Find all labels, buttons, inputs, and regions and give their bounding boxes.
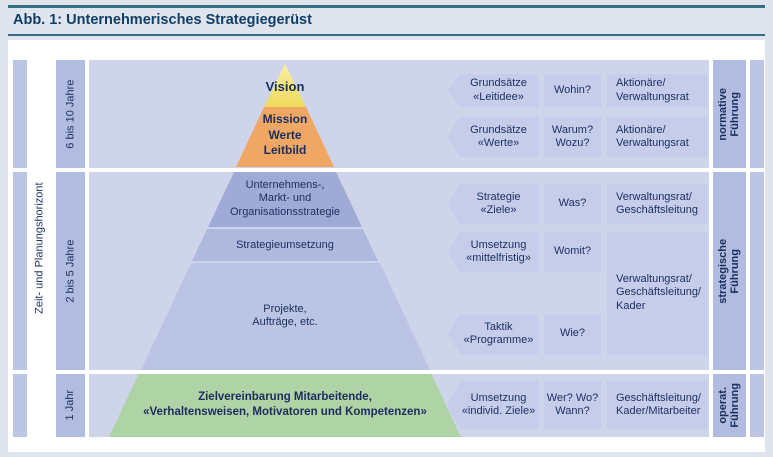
figure-title: Abb. 1: Unternehmerisches Strategiegerüs… [13,12,312,28]
implementation-label: Strategieumsetzung [236,239,334,251]
band2-time-box: 2 bis 5 Jahre [56,172,85,370]
row4-question-box: Womit? [544,232,601,272]
row3-tag-box: Strategie «Ziele» [447,184,538,224]
vision-label: Vision [265,79,305,94]
band3-leadership-box: operat. Führung [713,374,746,437]
band2-leadership-box: strategische Führung [713,172,746,370]
row6-tag-box: Umsetzung «individ. Ziele» [447,381,538,429]
band1-leadership-box: normative Führung [713,60,746,168]
top-rule [8,5,765,8]
row2-tag-box: Grundsätze «Werte» [447,117,538,157]
band3-leadership-label: operat. Führung [717,383,742,428]
row1-tag-box: Grundsätze «Leitidee» [447,74,538,107]
band3-time-box: 1 Jahr [56,374,85,437]
row1-question-box: Wohin? [544,74,601,107]
row1-who-box: Aktionäre/ Verwaltungsrat [607,74,707,107]
row6-question-box: Wer? Wo? Wann? [544,381,601,429]
band3-left-strip [13,374,27,437]
row4-tag-box: Umsetzung «mittelfristig» [447,232,538,272]
band1-area [89,60,709,168]
mission-label: Mission Werte Leitbild [262,112,308,158]
row2-who-box: Aktionäre/ Verwaltungsrat [607,117,707,157]
band1-time-label: 6 bis 10 Jahre [64,79,77,149]
band2-leadership-label: strategische Führung [717,238,742,304]
band2-left-strip [13,172,27,370]
row6-who-box: Geschäftsleitung/ Kader/Mitarbeiter [607,381,707,429]
row4-5-who-box: Verwaltungsrat/ Geschäftsleitung/ Kader [607,232,707,354]
row5-tag-box: Taktik «Programme» [447,314,538,354]
band1-left-strip [13,60,27,168]
row3-who-box: Verwaltungsrat/ Geschäftsleitung [607,184,707,224]
time-axis: Zeit- und Planungshorizont [26,60,54,437]
time-axis-label: Zeit- und Planungshorizont [33,182,46,315]
band1-leadership-label: normative Führung [717,87,742,141]
row2-question-box: Warum? Wozu? [544,117,601,157]
band3-time-label: 1 Jahr [64,390,77,421]
pyramid-implementation-segment [192,229,378,261]
header-divider [8,34,765,36]
pyramid-agreements-segment [109,374,461,437]
band1-right-strip [750,60,764,168]
strategy-label: Unternehmens-, Markt- und Organisationss… [229,179,341,218]
projects-label: Projekte, Aufträge, etc. [252,303,318,329]
row3-question-box: Was? [544,184,601,224]
pyramid-projects-segment [141,263,430,370]
row5-question-box: Wie? [544,314,601,354]
band3-right-strip [750,374,764,437]
pyramid-strategy-segment [208,172,362,227]
band2-time-label: 2 bis 5 Jahre [64,239,77,303]
band1-time-box: 6 bis 10 Jahre [56,60,85,168]
band2-right-strip [750,172,764,370]
agreements-label: Zielvereinbarung Mitarbeitende, «Verhalt… [143,391,427,418]
